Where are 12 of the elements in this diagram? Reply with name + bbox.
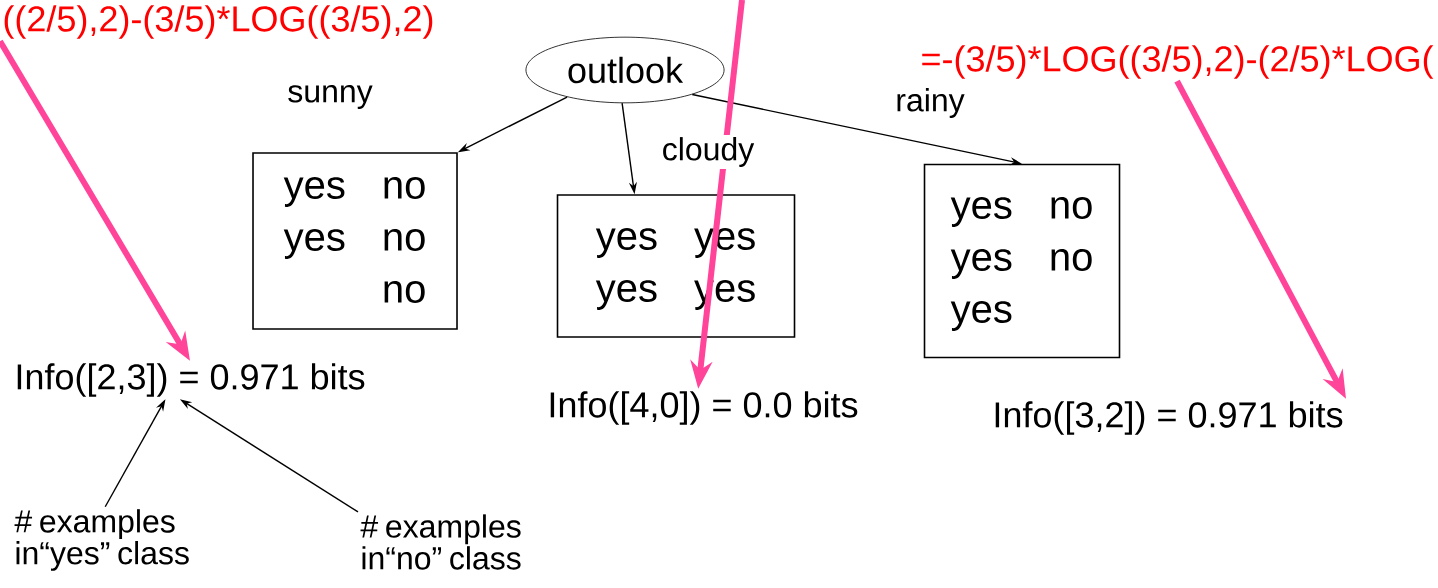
formula-text: =-(3/5)*LOG((3/5),2)-(2/5)*LOG( xyxy=(922,45,1434,79)
note-text: # examples in“no” class xyxy=(360,514,521,570)
info-text: Info([4,0]) = 0.0 bits xyxy=(550,391,858,425)
data-box: yes no yes no yes xyxy=(923,163,1121,359)
info-text: Info([2,3]) = 0.971 bits xyxy=(17,363,365,397)
edge-label: rainy xyxy=(893,86,967,120)
data-box: yes no yes no no xyxy=(252,152,458,330)
edge-label: cloudy xyxy=(659,135,757,169)
formula-text: ((2/5),2)-(3/5)*LOG((3/5),2) xyxy=(4,5,433,39)
edge-label: sunny xyxy=(285,83,375,111)
note-text: # examples in“yes” class xyxy=(14,509,189,571)
info-text: Info([3,2]) = 0.971 bits xyxy=(995,401,1343,435)
